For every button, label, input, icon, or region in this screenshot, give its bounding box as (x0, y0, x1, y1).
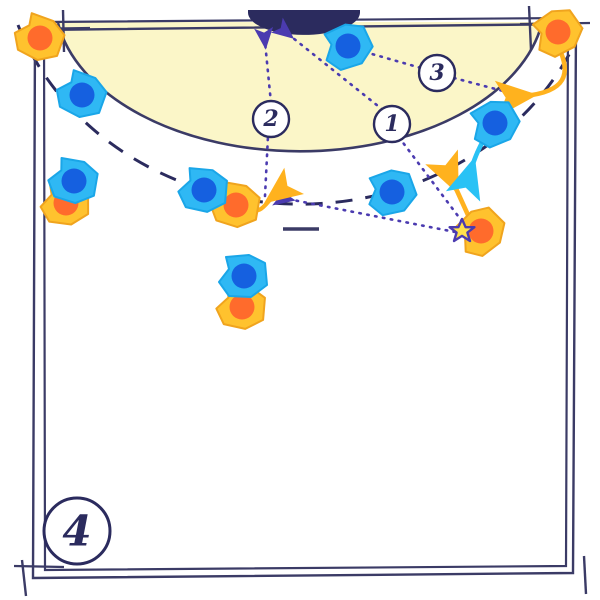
ball-star-icon (448, 217, 476, 243)
pass-line-3a (363, 50, 423, 70)
player-dot (27, 25, 53, 51)
step-number-label: 3 (429, 60, 444, 86)
step-number-badge: 1 (372, 104, 412, 144)
step-number-circle (417, 53, 457, 93)
player-dot (545, 19, 571, 45)
goal-area-zone (58, 22, 542, 153)
player-marker[interactable] (317, 18, 376, 74)
sequence-badge-label: 4 (62, 507, 91, 556)
player-dot (379, 179, 405, 205)
player-marker[interactable] (526, 2, 589, 62)
player-marker[interactable] (206, 178, 263, 231)
player-dot (191, 177, 217, 203)
step-number-circle (251, 99, 291, 139)
step-number-badge: 2 (251, 99, 291, 139)
player-marker[interactable] (463, 94, 524, 152)
player-dot (223, 192, 249, 218)
player-dot (468, 218, 494, 244)
player-dot (482, 110, 508, 136)
pass-line-2b (254, 26, 274, 105)
player-marker[interactable] (176, 165, 231, 215)
player-dot (61, 168, 87, 194)
player-marker[interactable] (362, 166, 419, 219)
step-number-label: 1 (384, 111, 399, 137)
player-dot (69, 82, 95, 108)
player-marker[interactable] (448, 200, 512, 263)
step-number-badge: 3 (417, 53, 457, 93)
player-marker[interactable] (44, 154, 101, 207)
player-marker[interactable] (50, 65, 111, 123)
player-dot (229, 294, 255, 320)
step-number-label: 2 (262, 106, 278, 132)
player-marker[interactable] (8, 8, 69, 66)
player-dot (335, 33, 361, 59)
player-dot (231, 263, 257, 289)
players-layer (8, 2, 589, 330)
step-number-circle (372, 104, 412, 144)
player-marker[interactable] (218, 254, 268, 298)
sequence-badge: 4 (42, 496, 112, 566)
step-number-layer: 1 2 3 (251, 53, 457, 144)
